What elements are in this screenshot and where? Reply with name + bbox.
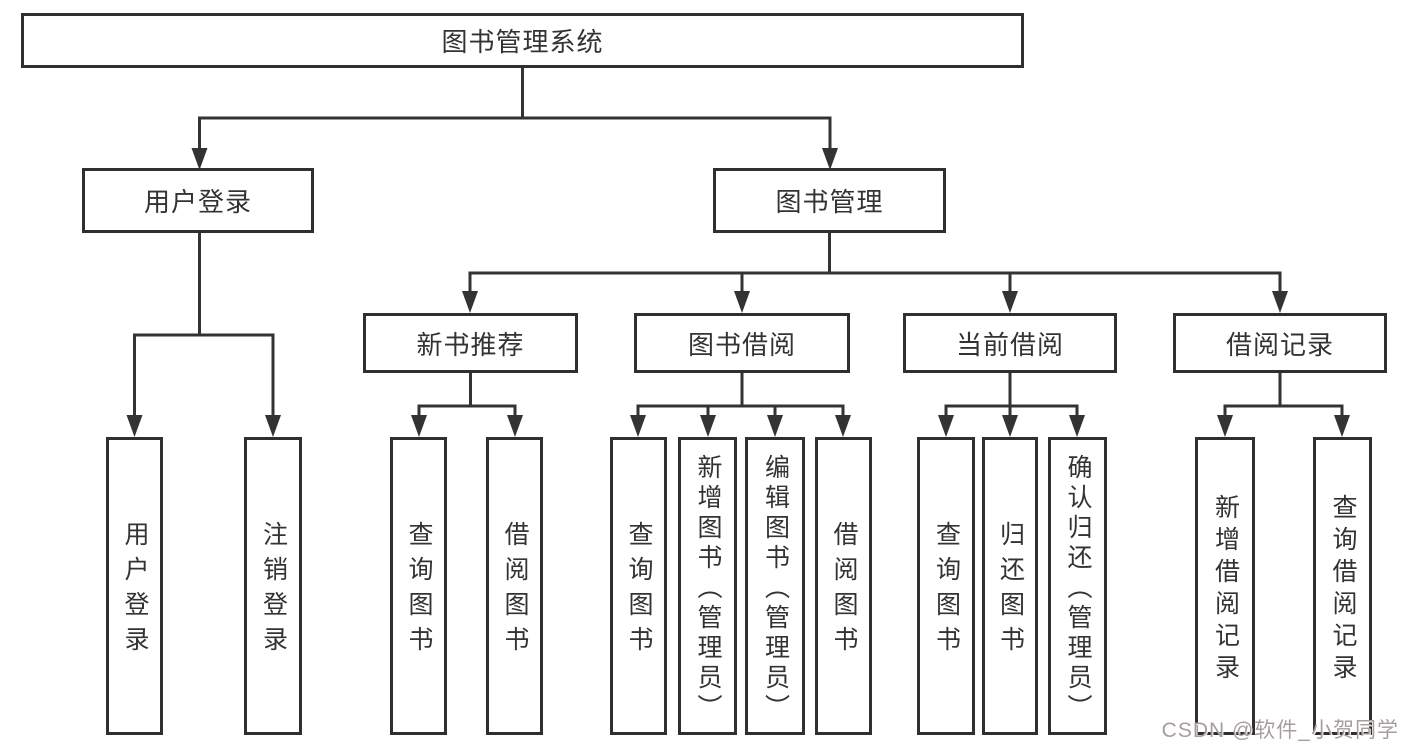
node-current-borrowing: 当前借阅	[903, 313, 1117, 373]
leaf-confirm-return-admin: 确认归还（管理员）	[1048, 437, 1107, 735]
leaf-add-borrow-record: 新增借阅记录	[1195, 437, 1255, 735]
leaf-logout-label: 注销登录	[259, 521, 288, 661]
leaf-borrow-books-recommend: 借阅图书	[486, 437, 543, 735]
leaf-query-books-current: 查询图书	[917, 437, 975, 735]
leaf-edit-books-admin: 编辑图书（管理员）	[745, 437, 805, 735]
node-root: 图书管理系统	[21, 13, 1024, 68]
leaf-return-books-label: 归还图书	[996, 521, 1025, 661]
node-user-login: 用户登录	[82, 168, 314, 233]
leaf-user-login-label: 用户登录	[121, 521, 149, 661]
leaf-add-books-admin: 新增图书（管理员）	[678, 437, 737, 735]
node-book-borrowing: 图书借阅	[634, 313, 850, 373]
node-borrow-records: 借阅记录	[1173, 313, 1387, 373]
watermark-text: CSDN @软件_小贺同学	[1161, 719, 1399, 742]
leaf-borrow-books-borrowing-label: 借阅图书	[830, 521, 858, 661]
leaf-logout: 注销登录	[244, 437, 302, 735]
leaf-query-books-current-label: 查询图书	[932, 521, 961, 661]
leaf-query-borrow-record-label: 查询借阅记录	[1329, 493, 1357, 686]
leaf-borrow-books-recommend-label: 借阅图书	[501, 521, 529, 661]
leaf-add-borrow-record-label: 新增借阅记录	[1211, 493, 1240, 686]
leaf-query-borrow-record: 查询借阅记录	[1313, 437, 1372, 735]
leaf-confirm-return-admin-label: 确认归还（管理员）	[1064, 453, 1092, 724]
leaf-query-books-recommend-label: 查询图书	[405, 521, 433, 661]
leaf-user-login: 用户登录	[106, 437, 163, 735]
leaf-query-books-recommend: 查询图书	[390, 437, 447, 735]
leaf-borrow-books-borrowing: 借阅图书	[815, 437, 872, 735]
node-new-book-recommend: 新书推荐	[363, 313, 578, 373]
leaf-query-books-borrowing: 查询图书	[610, 437, 667, 735]
leaf-edit-books-admin-label: 编辑图书（管理员）	[761, 453, 790, 724]
leaf-query-books-borrowing-label: 查询图书	[625, 521, 653, 661]
leaf-return-books: 归还图书	[982, 437, 1038, 735]
node-book-management: 图书管理	[713, 168, 946, 233]
leaf-add-books-admin-label: 新增图书（管理员）	[694, 453, 722, 724]
